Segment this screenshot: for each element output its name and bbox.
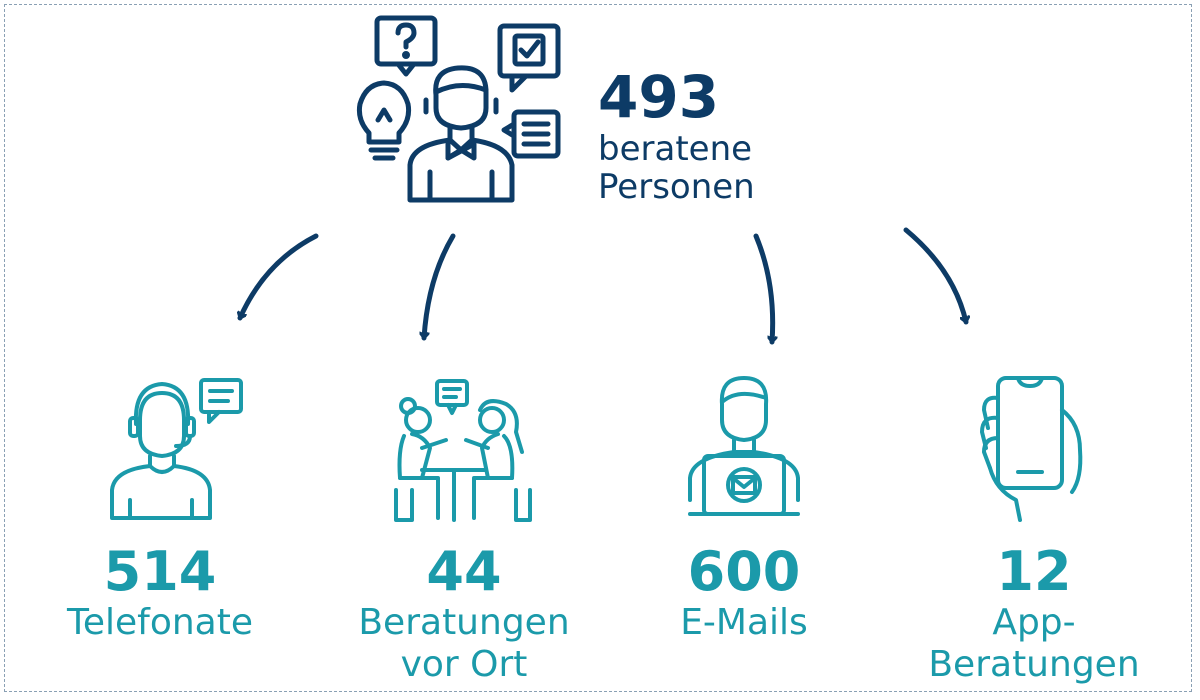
- vor-ort-label-line1: Beratungen: [358, 602, 570, 643]
- app-label-line2: Beratungen: [928, 644, 1140, 685]
- emails-label-line1: E-Mails: [680, 602, 808, 643]
- main-label-line2: Personen: [598, 167, 755, 207]
- main-label-line1: beratene: [598, 129, 753, 169]
- app-count: 12: [996, 540, 1072, 603]
- dashed-frame: [4, 4, 1192, 692]
- telefonate-label-line1: Telefonate: [66, 602, 253, 643]
- list-bubble-icon: [501, 109, 561, 159]
- telefonate-count: 514: [103, 540, 217, 603]
- smartphone-hand-icon: [980, 376, 1083, 522]
- emails-count: 600: [687, 540, 801, 603]
- in-person-meeting-icon: [394, 379, 532, 522]
- app-label: App- Beratungen: [904, 602, 1164, 686]
- person-icon: [407, 65, 515, 203]
- consultant-icon: [356, 15, 561, 203]
- arrow-to-emails: [753, 233, 773, 345]
- app-label-line1: App-: [992, 602, 1076, 643]
- main-count: 493: [598, 63, 720, 131]
- arrow-to-telefonate: [240, 233, 319, 321]
- arrows: [240, 227, 966, 345]
- laptop-email-icon: [688, 376, 800, 516]
- vor-ort-count: 44: [426, 540, 502, 603]
- headset-agent-icon: [110, 378, 243, 520]
- emails-label: E-Mails: [624, 602, 864, 644]
- telefonate-label: Telefonate: [40, 602, 280, 644]
- main-label: beratene Personen: [598, 130, 755, 206]
- vor-ort-label-line2: vor Ort: [400, 644, 528, 685]
- light-bulb-icon: [356, 80, 412, 161]
- arrow-to-app: [903, 227, 966, 325]
- vor-ort-label: Beratungen vor Ort: [334, 602, 594, 686]
- checkbox-bubble-icon: [497, 23, 561, 93]
- question-bubble-icon: [374, 15, 438, 77]
- arrow-to-vor-ort: [424, 233, 456, 341]
